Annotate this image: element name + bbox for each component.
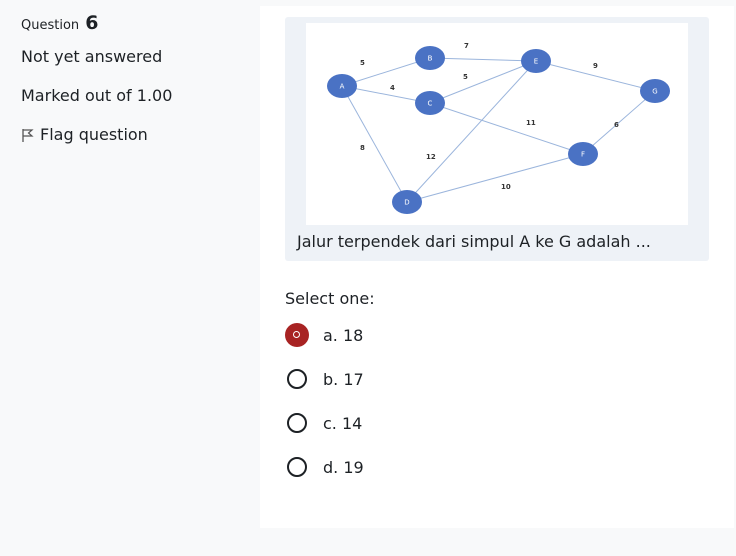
graph-node-C (415, 91, 445, 115)
graph-edge-A-D (341, 85, 408, 203)
question-info-panel: Question 6 Not yet answered Marked out o… (0, 0, 258, 556)
flag-question-label: Flag question (40, 125, 148, 144)
radio-a[interactable] (285, 323, 309, 347)
graph-node-label-F: F (581, 151, 585, 159)
graph-edge-weight-D-F: 10 (501, 183, 511, 191)
question-text: Jalur terpendek dari simpul A ke G adala… (297, 232, 651, 251)
option-d[interactable]: d. 19 (285, 454, 364, 480)
graph-edge-F-G (582, 90, 656, 155)
graph-edge-weight-F-G: 6 (614, 121, 619, 129)
graph-edge-weight-D-E: 12 (426, 153, 436, 161)
graph-edge-D-F (406, 153, 584, 203)
graph-node-A (327, 74, 357, 98)
question-content: 5 4 8 7 5 11 12 10 9 6 A B C D E F G Jalur terpendek dar… (260, 6, 734, 528)
graph-node-E (521, 49, 551, 73)
graph-edge-weight-E-G: 9 (593, 62, 598, 70)
graph-edge-weight-C-F: 11 (526, 119, 536, 127)
graph-edge-C-E (429, 60, 537, 104)
option-d-label: d. 19 (323, 457, 364, 477)
option-c[interactable]: c. 14 (285, 410, 362, 436)
graph-edge-weight-B-E: 7 (464, 42, 469, 50)
flag-question-link[interactable]: Flag question (21, 125, 148, 144)
graph-node-label-E: E (534, 58, 538, 66)
select-one-prompt: Select one: (285, 289, 375, 308)
graph-edge-A-C (341, 85, 431, 104)
question-text-box: 5 4 8 7 5 11 12 10 9 6 A B C D E F G Jalur terpendek dar… (285, 17, 709, 261)
graph-node-label-A: A (340, 83, 345, 91)
graph-edge-weight-A-C: 4 (390, 84, 395, 92)
grade-info: Marked out of 1.00 (21, 86, 173, 105)
graph-node-label-G: G (652, 88, 657, 96)
question-number: Question 6 (21, 12, 99, 34)
graph-node-label-C: C (428, 100, 433, 108)
graph-node-B (415, 46, 445, 70)
graph-edge-E-G (535, 60, 656, 92)
graph-node-label-D: D (404, 199, 409, 207)
option-a[interactable]: a. 18 (285, 322, 363, 348)
radio-b[interactable] (287, 369, 307, 389)
graph-node-D (392, 190, 422, 214)
graph-edge-weight-A-B: 5 (360, 59, 365, 67)
graph-diagram: 5 4 8 7 5 11 12 10 9 6 A B C D E F G (327, 42, 670, 214)
option-a-label: a. 18 (323, 325, 364, 345)
graph-edge-weight-A-D: 8 (360, 144, 365, 152)
graph-edge-A-B (341, 57, 431, 87)
option-b[interactable]: b. 17 (285, 366, 364, 392)
answer-state: Not yet answered (21, 47, 163, 66)
graph-node-G (640, 79, 670, 103)
graph-edge-B-E (429, 57, 537, 62)
question-label: Question (21, 18, 80, 33)
graph-edge-C-F (429, 102, 584, 155)
option-b-label: b. 17 (323, 369, 364, 389)
graph-edge-D-E (406, 60, 537, 203)
question-number-value: 6 (85, 12, 99, 34)
radio-d[interactable] (287, 457, 307, 477)
graph-node-label-B: B (428, 55, 433, 63)
option-c-label: c. 14 (323, 413, 363, 433)
graph-node-F (568, 142, 598, 166)
flag-icon (22, 128, 34, 142)
graph-image: 5 4 8 7 5 11 12 10 9 6 A B C D E F G (306, 23, 688, 225)
radio-c[interactable] (287, 413, 307, 433)
graph-edge-weight-C-E: 5 (463, 73, 468, 81)
